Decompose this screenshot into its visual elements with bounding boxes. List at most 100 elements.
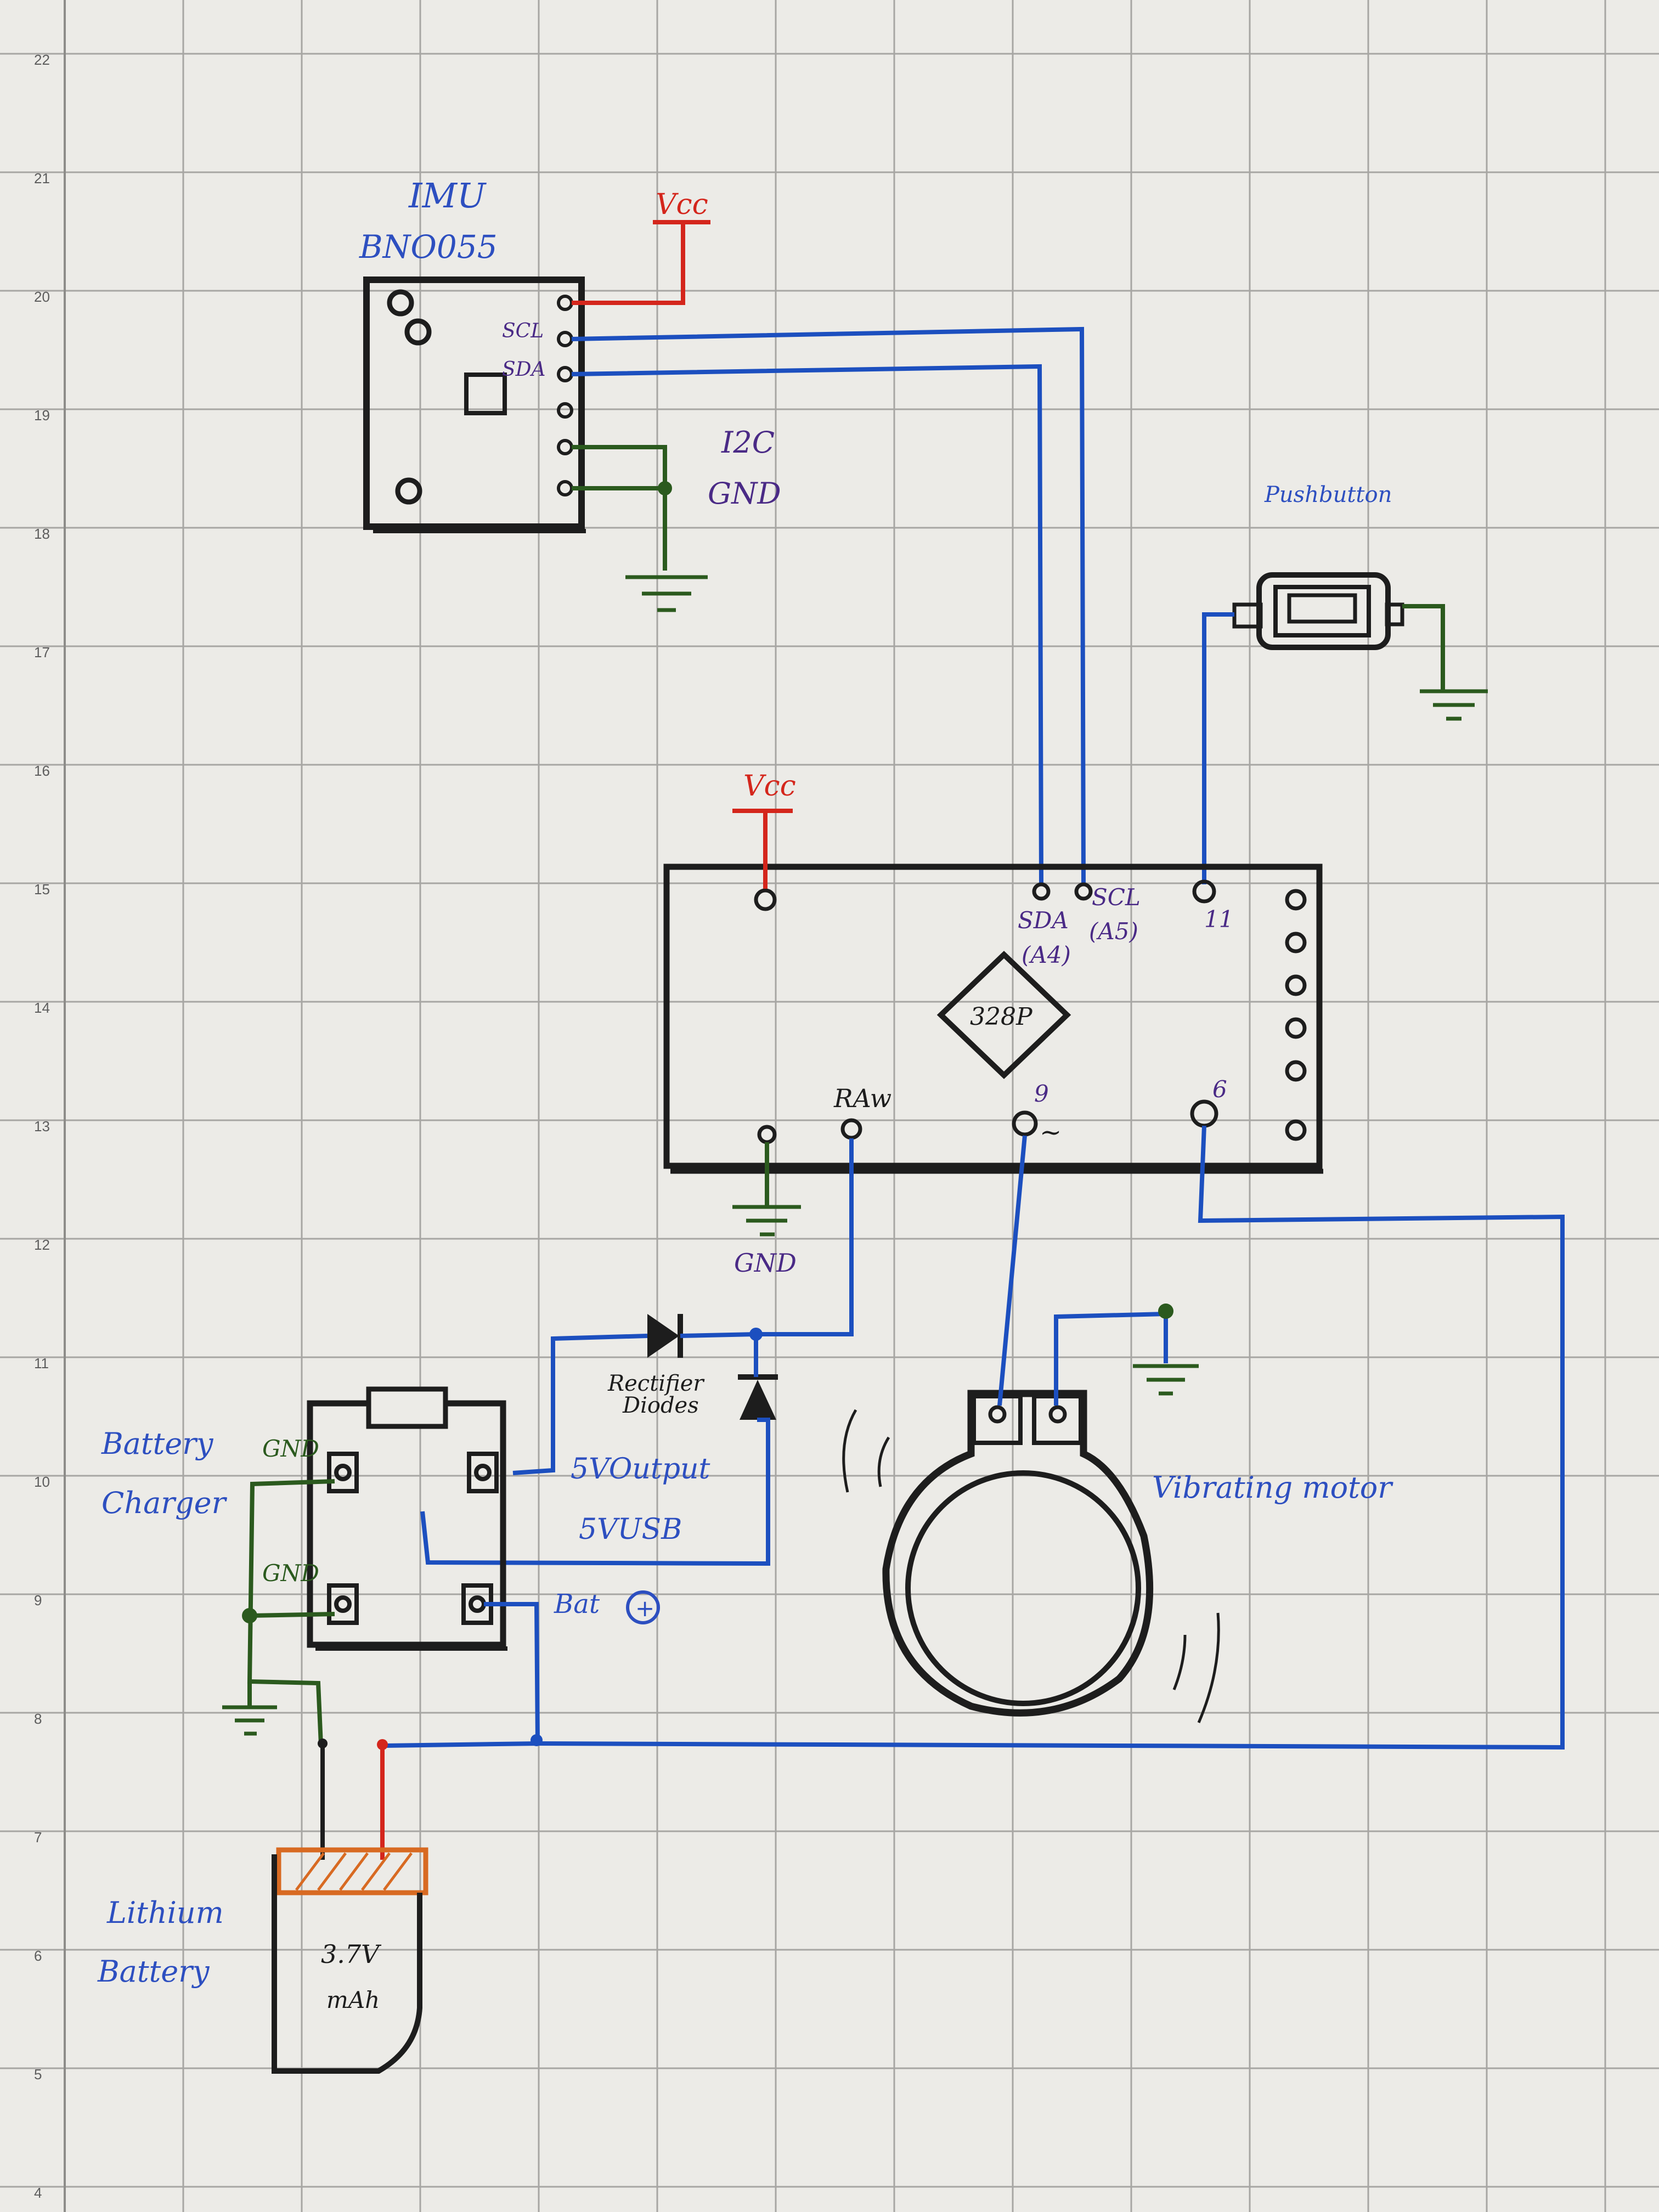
- imu-header-pins: [557, 295, 573, 496]
- imu-mount-hole: [387, 289, 414, 317]
- row-number: 13: [34, 1118, 50, 1135]
- battery-negative-dot: [318, 1739, 328, 1748]
- row-number: 10: [34, 1474, 50, 1490]
- imu-pin-scl: SCL: [502, 320, 544, 342]
- row-number: 7: [34, 1829, 42, 1846]
- row-number: 4: [34, 2185, 42, 2201]
- vcc-label: Vcc: [656, 188, 708, 221]
- row-number: 15: [34, 881, 50, 898]
- imu-vcc-wire: [572, 222, 685, 305]
- battery-label-2: Battery: [97, 1954, 210, 1989]
- row-number: 21: [34, 170, 50, 187]
- pushbutton-label: Pushbutton: [1264, 482, 1392, 507]
- row-number: 8: [34, 1711, 42, 1727]
- imu-module: IMU BNO055 SCL SDA I2C GND: [359, 176, 781, 533]
- mcu-pin-11: 11: [1204, 906, 1233, 933]
- imu-gnd-wire: [572, 445, 672, 571]
- pushbutton-signal-wire: [1202, 612, 1234, 884]
- diodes-label-2: Diodes: [622, 1393, 699, 1418]
- pin6-wire: [536, 1125, 1565, 1750]
- battery-voltage: 3.7V: [321, 1939, 382, 1969]
- charger-ground-symbol: [222, 1705, 277, 1736]
- imu-label-i2c: I2C: [721, 425, 775, 460]
- charger-label-2: Charger: [101, 1486, 228, 1520]
- mcu-pin-sda: SDA: [1018, 907, 1069, 934]
- diodes-label-1: Rectifier: [607, 1371, 705, 1396]
- bat-plus-circle: [626, 1590, 660, 1624]
- imu-label-gnd: GND: [708, 476, 781, 511]
- motor-gnd-wire: [1054, 1311, 1168, 1406]
- motor-ground-symbol: [1133, 1364, 1199, 1396]
- mcu-pin-9-pwm: ~: [1040, 1117, 1062, 1148]
- row-number: 18: [34, 526, 50, 542]
- pushbutton-gnd-wire: [1402, 604, 1445, 690]
- row-number: 19: [34, 407, 50, 424]
- row-number: 9: [34, 1592, 42, 1609]
- diode-5v-output-wire: [680, 1332, 757, 1338]
- mcu-chip-label: 328P: [970, 1003, 1033, 1031]
- vibration-marks: [842, 1409, 1220, 1723]
- usb-5v-wire: [420, 1418, 770, 1566]
- pin9-wire: [997, 1135, 1027, 1406]
- mcu-pin-scl-alt: (A5): [1089, 918, 1138, 945]
- charger-gnd-top: GND: [262, 1435, 319, 1462]
- charger-plus-sign: +: [635, 1595, 654, 1622]
- battery-plus-wire: [383, 1602, 540, 1748]
- pushbutton-ground-symbol: [1420, 689, 1488, 721]
- mcu-pin-sda-alt: (A4): [1022, 941, 1071, 968]
- diode-to-charger-wire: [512, 1334, 648, 1475]
- imu-mount-hole: [404, 318, 432, 346]
- battery-charger-module: GND GND: [262, 1386, 507, 1651]
- mcu-gnd-label: GND: [734, 1248, 797, 1278]
- imu-ground-symbol: [625, 575, 708, 612]
- mcu-pin-9: 9: [1034, 1080, 1049, 1107]
- pushbutton: Pushbutton: [1232, 482, 1404, 650]
- battery-capacity: mAh: [326, 1987, 380, 2013]
- charger-bat-plus: Bat: [554, 1589, 600, 1620]
- imu-part-number: BNO055: [359, 228, 498, 266]
- row-number: 11: [34, 1355, 49, 1372]
- mcu-board: 328P SDA (A4) SCL (A5) 11 RAw 9 ~ 6: [663, 864, 1323, 1174]
- imu-chip: [464, 373, 507, 415]
- mcu-chip: [936, 951, 1071, 1079]
- row-number: 14: [34, 1000, 50, 1016]
- imu-title: IMU: [408, 176, 487, 216]
- imu-mount-hole: [395, 477, 422, 505]
- scl-wire: [571, 326, 1086, 885]
- mcu-pins: [754, 879, 1307, 1144]
- battery-label-1: Lithium: [106, 1895, 224, 1930]
- charger-gnd-bottom: GND: [262, 1560, 319, 1587]
- charger-5v-output: 5VOutput: [571, 1453, 710, 1486]
- rectifier-diode-bottom: [738, 1374, 778, 1420]
- mcu-ground-symbol: [732, 1205, 801, 1237]
- imu-board: [363, 276, 585, 530]
- charger-gnd-wire: [242, 1479, 335, 1745]
- mcu-pin-scl: SCL: [1092, 884, 1141, 911]
- row-number: 20: [34, 289, 50, 305]
- charger-5v-usb: 5VUSB: [579, 1513, 682, 1546]
- row-number: 12: [34, 1237, 50, 1253]
- motor-gnd-dot: [1158, 1304, 1173, 1319]
- motor-label: Vibrating motor: [1152, 1470, 1393, 1505]
- vibrating-motor: [842, 1390, 1220, 1723]
- mcu-vcc-symbol: Vcc: [732, 770, 796, 889]
- usb-connector: [366, 1386, 448, 1429]
- charger-label-1: Battery: [101, 1426, 214, 1461]
- battery-positive-dot: [377, 1739, 388, 1750]
- raw-wire: [756, 1138, 854, 1336]
- row-number: 22: [34, 52, 50, 68]
- imu-vcc-symbol: Vcc: [572, 188, 710, 305]
- mcu-vcc-label: Vcc: [743, 770, 796, 803]
- row-number: 6: [34, 1948, 42, 1964]
- row-number: 5: [34, 2066, 42, 2083]
- imu-pin-sda: SDA: [502, 358, 546, 381]
- rectifier-diode-top: [647, 1314, 683, 1358]
- mcu-pin-6: 6: [1212, 1076, 1227, 1103]
- sda-wire: [571, 364, 1043, 885]
- lithium-battery: 3.7V mAh: [272, 1847, 428, 2074]
- row-number: 16: [34, 763, 50, 779]
- mcu-pin-raw: RAw: [833, 1084, 891, 1113]
